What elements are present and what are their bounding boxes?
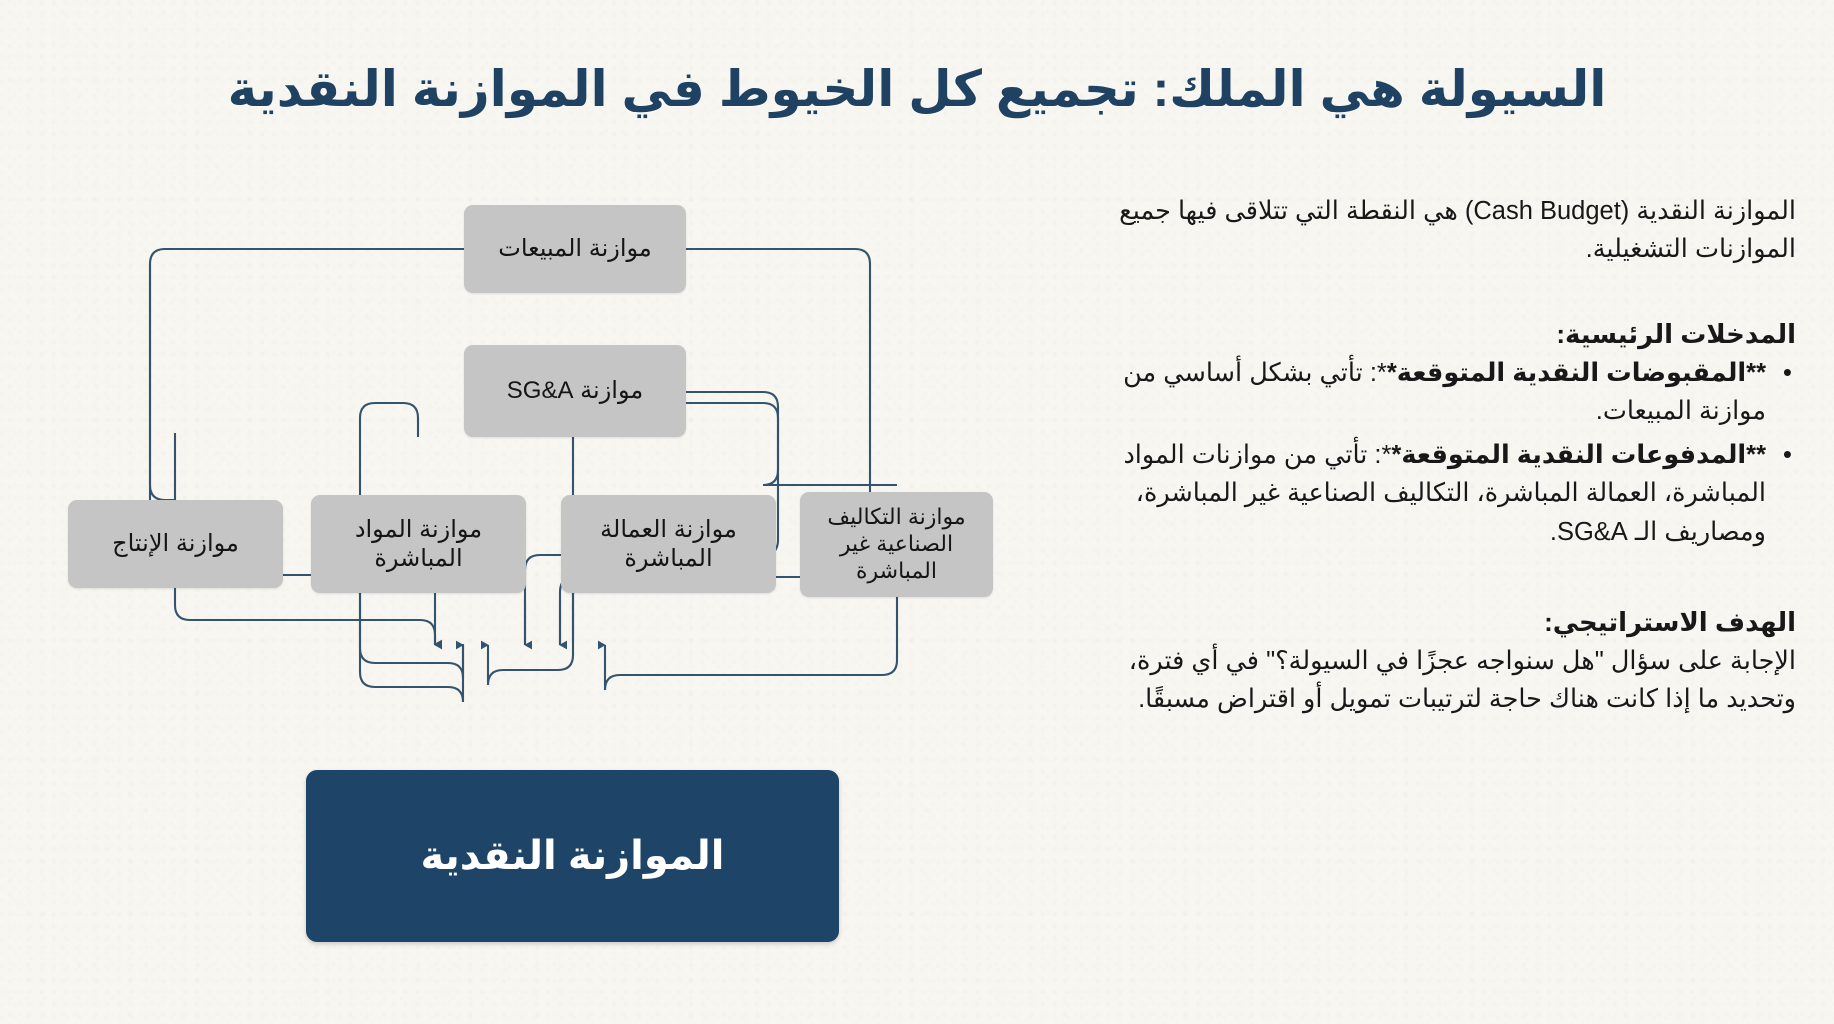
spacer xyxy=(1106,557,1796,603)
bullet-body: *: تأتي من موازنات المواد المباشرة، العم… xyxy=(1123,441,1766,546)
node-cash-budget[interactable]: الموازنة النقدية xyxy=(306,770,839,942)
budget-flowchart: موازنة المبيعات موازنة SG&A موازنة الإنت… xyxy=(68,205,993,942)
inputs-heading: المدخلات الرئيسية: xyxy=(1556,318,1796,349)
node-direct-materials-budget[interactable]: موازنة المواد المباشرة xyxy=(311,495,526,593)
inputs-bullet-list: **المقبوضات النقدية المتوقعة**: تأتي بشك… xyxy=(1106,353,1796,551)
edge-sales-to-production xyxy=(148,247,464,502)
node-manufacturing-overhead-budget[interactable]: موازنة التكاليف الصناعية غير المباشرة xyxy=(800,492,993,597)
list-item: **المقبوضات النقدية المتوقعة**: تأتي بشك… xyxy=(1106,353,1796,431)
edge-materials-to-cash xyxy=(358,593,465,703)
node-label: موازنة SG&A xyxy=(506,377,644,405)
goal-paragraph: الإجابة على سؤال "هل سنواجه عجزًا في الس… xyxy=(1128,646,1796,713)
node-label: موازنة الإنتاج xyxy=(112,530,239,558)
node-label: موازنة التكاليف الصناعية غير المباشرة xyxy=(827,504,966,583)
node-sales-budget[interactable]: موازنة المبيعات xyxy=(464,205,686,293)
bullet-body: *: تأتي بشكل أساسي من موازنة المبيعات. xyxy=(1123,358,1766,425)
page-title: السيولة هي الملك: تجميع كل الخيوط في الم… xyxy=(227,60,1607,117)
bullet-term: **المقبوضات النقدية المتوقعة* xyxy=(1386,358,1766,387)
explanation-panel: الموازنة النقدية (Cash Budget) هي النقطة… xyxy=(1106,192,1796,718)
spacer xyxy=(1106,269,1796,315)
intro-paragraph: الموازنة النقدية (Cash Budget) هي النقطة… xyxy=(1119,197,1796,264)
edge-overhead-to-cash xyxy=(597,597,899,691)
edge-production-to-overhead xyxy=(686,401,897,487)
node-label: موازنة المواد المباشرة xyxy=(354,515,483,572)
node-label: الموازنة النقدية xyxy=(420,834,725,878)
node-sga-budget[interactable]: موازنة SG&A xyxy=(464,345,686,437)
goal-heading: الهدف الاستراتيجي: xyxy=(1544,606,1796,637)
bullet-term: **المدفوعات النقدية المتوقعة* xyxy=(1391,441,1766,469)
node-label: موازنة المبيعات xyxy=(498,235,652,263)
descender-2 xyxy=(358,593,465,679)
node-production-budget[interactable]: موازنة الإنتاج xyxy=(68,500,283,588)
edge-production-to-materials xyxy=(358,401,420,495)
node-direct-labor-budget[interactable]: موازنة العمالة المباشرة xyxy=(561,495,776,593)
edge-labor-to-cash xyxy=(480,593,575,686)
list-item: **المدفوعات النقدية المتوقعة**: تأتي من … xyxy=(1106,435,1796,551)
node-label: موازنة العمالة المباشرة xyxy=(600,515,737,572)
